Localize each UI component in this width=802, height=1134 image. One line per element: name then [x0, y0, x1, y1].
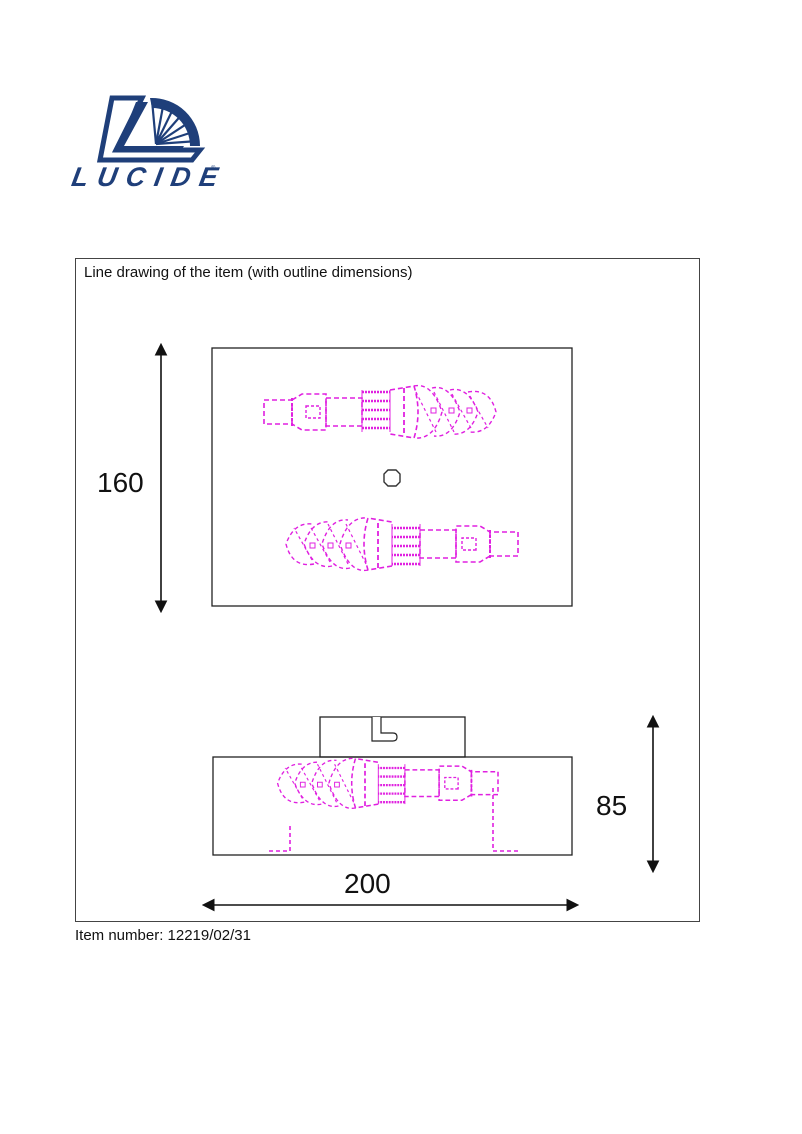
bulb-upper — [262, 384, 498, 440]
registered-mark: ® — [211, 166, 216, 172]
logo-emblem-icon — [96, 95, 206, 163]
bulb-side — [276, 757, 500, 810]
side-view — [212, 716, 573, 856]
top-view-outline — [211, 347, 573, 607]
drawing-title: Line drawing of the item (with outline d… — [84, 264, 413, 281]
side-view-outline — [212, 756, 573, 856]
drawing-frame — [75, 258, 700, 922]
height-label: 85 — [596, 790, 628, 821]
depth-label: 160 — [97, 467, 144, 498]
bulb-lower — [284, 516, 520, 572]
top-view — [211, 347, 573, 607]
item-number: Item number: 12219/02/31 — [75, 927, 251, 944]
fixing-hole-icon — [383, 469, 401, 487]
lucide-logo — [72, 94, 222, 200]
width-label: 200 — [344, 868, 391, 899]
